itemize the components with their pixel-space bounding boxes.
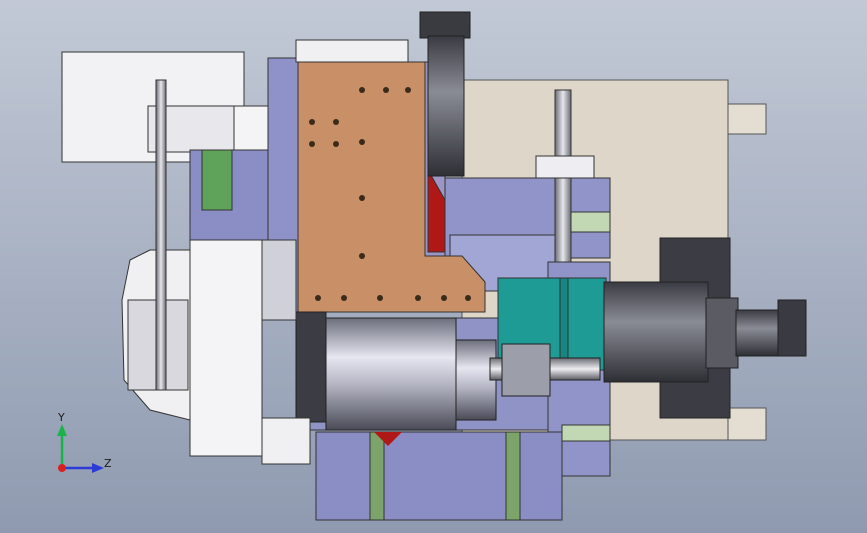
top-cylinder bbox=[419, 11, 471, 177]
servo-motor bbox=[603, 237, 807, 419]
spindle-cylinder bbox=[295, 311, 601, 431]
z-axis-arrowhead bbox=[92, 463, 104, 473]
threaded-rod bbox=[535, 89, 595, 263]
green-gear-plate bbox=[201, 149, 233, 211]
slide-base bbox=[315, 431, 563, 521]
triad-z-label: Z bbox=[104, 457, 112, 470]
coordinate-triad bbox=[57, 424, 104, 473]
x-axis-dot bbox=[58, 464, 66, 472]
bolt-holes bbox=[309, 87, 471, 301]
triad-y-label: Y bbox=[58, 411, 65, 424]
y-axis-arrowhead bbox=[57, 424, 67, 436]
roller-assembly bbox=[121, 239, 311, 465]
guide-rod bbox=[155, 79, 167, 391]
